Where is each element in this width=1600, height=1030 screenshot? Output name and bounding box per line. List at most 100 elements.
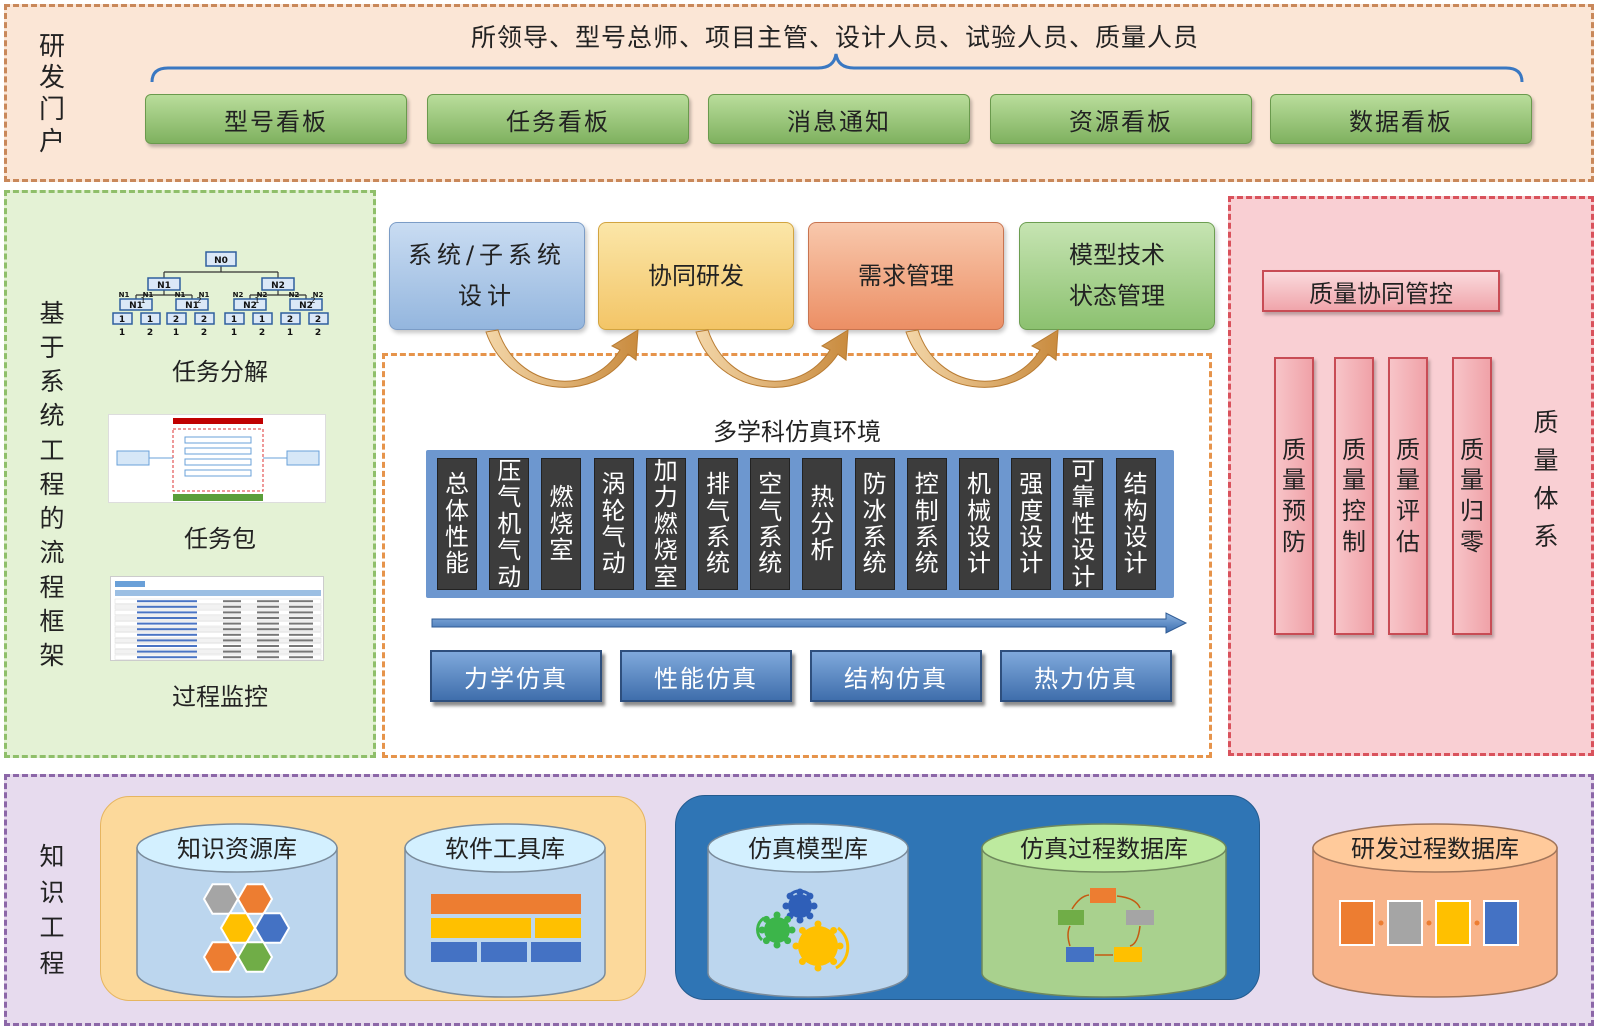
- curved-arrow-1: [485, 329, 639, 388]
- tree-leaf-index: 2: [201, 328, 207, 338]
- sim-mechanics-button[interactable]: 力学仿真: [430, 650, 602, 702]
- gears-icon: [756, 888, 850, 972]
- tree-node-label: N1: [143, 291, 154, 299]
- tree-leaf-index: 1: [287, 328, 293, 338]
- flow-arrow: [431, 612, 1188, 634]
- process-blocks-icon: [1339, 900, 1519, 946]
- discipline-column[interactable]: 结构设计: [1115, 458, 1156, 590]
- requirements-management-box[interactable]: 需求管理: [808, 222, 1004, 330]
- tree-node-label: N2: [233, 291, 244, 299]
- tree-leaf-index: 1: [231, 328, 237, 338]
- svg-text:N1: N1: [185, 301, 199, 311]
- tree-leaf-box: [308, 312, 329, 325]
- sim-structure-button[interactable]: 结构仿真: [810, 650, 982, 702]
- tree-leaf-box: [166, 312, 187, 325]
- quality-coop-control-box[interactable]: 质量协同管控: [1262, 270, 1500, 312]
- tree-leaf-label: 1: [259, 315, 265, 325]
- board-data[interactable]: 数据看板: [1270, 94, 1532, 144]
- sim-environment-title: 多学科仿真环境: [713, 418, 881, 446]
- sim-thermal-button[interactable]: 热力仿真: [1000, 650, 1172, 702]
- tree-leaf-box: [224, 312, 245, 325]
- board-notification[interactable]: 消息通知: [708, 94, 970, 144]
- model-technical-state-box[interactable]: 模型技术 状态管理: [1019, 222, 1215, 330]
- tree-leaf-label: 2: [173, 315, 179, 325]
- tree-leaf-index: 2: [147, 328, 153, 338]
- database-name: 软件工具库: [445, 835, 565, 863]
- discipline-column[interactable]: 控制系统: [906, 458, 947, 590]
- tree-leaf-index: 1: [119, 328, 125, 338]
- svg-text:1: 1: [254, 296, 259, 305]
- discipline-column[interactable]: 加力燃烧室: [645, 458, 686, 590]
- tree-leaf-label: 2: [315, 315, 321, 325]
- discipline-column[interactable]: 强度设计: [1011, 458, 1052, 590]
- discipline-column[interactable]: 排气系统: [698, 458, 738, 590]
- tree-leaf-box: [112, 312, 133, 325]
- board-task[interactable]: 任务看板: [427, 94, 689, 144]
- discipline-column[interactable]: 空气系统: [750, 458, 791, 590]
- hexagon-cluster-icon: [202, 883, 291, 973]
- curved-arrow-3: [905, 329, 1059, 388]
- quality-item[interactable]: 质量归零: [1452, 357, 1492, 635]
- svg-text:N1: N1: [157, 281, 171, 291]
- svg-text:N2: N2: [299, 301, 313, 311]
- rd-portal-label: 研 发 门 户: [38, 31, 65, 157]
- discipline-column[interactable]: 压气机气动: [489, 458, 530, 590]
- tree-leaf-index: 2: [315, 328, 321, 338]
- portal-user-roles: 所领导、型号总师、项目主管、设计人员、试验人员、质量人员: [470, 23, 1199, 52]
- database-name: 知识资源库: [177, 835, 297, 863]
- svg-text:2: 2: [196, 296, 201, 305]
- curved-arrows: [485, 329, 1059, 388]
- quality-item[interactable]: 质量控制: [1334, 357, 1374, 635]
- rd-portal-panel: [4, 4, 1594, 182]
- process-framework-label: 基于系 统工程 的流程 框架: [39, 298, 65, 671]
- discipline-column[interactable]: 防冰系统: [854, 458, 895, 590]
- board-model[interactable]: 型号看板: [145, 94, 407, 144]
- svg-text:N2: N2: [243, 301, 257, 311]
- caption-process-monitoring: 过程监控: [172, 683, 268, 711]
- discipline-column[interactable]: 热分析: [802, 458, 843, 590]
- tree-node-label: N2: [313, 291, 324, 299]
- database-cylinder[interactable]: [707, 823, 909, 998]
- quality-system-label: 质量 体系: [1533, 408, 1559, 551]
- svg-text:N0: N0: [214, 256, 228, 266]
- discipline-column[interactable]: 机械设计: [959, 458, 999, 590]
- quality-item[interactable]: 质量预防: [1274, 357, 1314, 635]
- svg-text:1: 1: [140, 296, 145, 305]
- discipline-column[interactable]: 涡轮气动: [593, 458, 634, 590]
- tree-node-label: N2: [257, 291, 268, 299]
- roles-brace: [150, 53, 1524, 83]
- tree-leaf-box: [252, 312, 273, 325]
- system-subsystem-design-box[interactable]: 系统/子系统 设计: [389, 222, 585, 330]
- board-resource[interactable]: 资源看板: [990, 94, 1252, 144]
- tree-node-label: N1: [119, 291, 130, 299]
- process-monitor-thumbnail: [110, 576, 324, 661]
- discipline-column[interactable]: 可靠性设计: [1063, 458, 1104, 590]
- curved-arrow-2: [695, 329, 849, 388]
- tree-leaf-box: [280, 312, 301, 325]
- tree-leaf-box: [140, 312, 161, 325]
- database-name: 仿真过程数据库: [1020, 835, 1188, 863]
- cycle-flow-icon: [1058, 888, 1154, 962]
- caption-task-package: 任务包: [184, 525, 256, 553]
- tree-leaf-label: 2: [201, 315, 207, 325]
- collaborative-rd-box[interactable]: 协同研发: [598, 222, 794, 330]
- discipline-column[interactable]: 总体性能: [437, 458, 477, 590]
- sim-performance-button[interactable]: 性能仿真: [620, 650, 792, 702]
- svg-text:2: 2: [310, 296, 315, 305]
- tree-leaf-label: 1: [147, 315, 153, 325]
- tree-leaf-label: 1: [119, 315, 125, 325]
- tree-node-label: N1: [199, 291, 210, 299]
- database-cylinder[interactable]: [981, 823, 1227, 998]
- task-package-thumbnail: [108, 414, 326, 503]
- tree-leaf-box: [194, 312, 215, 325]
- quality-item[interactable]: 质量评估: [1388, 357, 1428, 635]
- database-name: 研发过程数据库: [1351, 835, 1519, 863]
- svg-text:N1: N1: [129, 301, 143, 311]
- database-name: 仿真模型库: [748, 835, 868, 863]
- discipline-column[interactable]: 燃烧室: [541, 458, 582, 590]
- stacked-blocks-icon: [431, 894, 581, 962]
- knowledge-engineering-label: 知识 工程: [39, 842, 65, 978]
- tree-leaf-label: 2: [287, 315, 293, 325]
- tree-leaf-index: 1: [173, 328, 179, 338]
